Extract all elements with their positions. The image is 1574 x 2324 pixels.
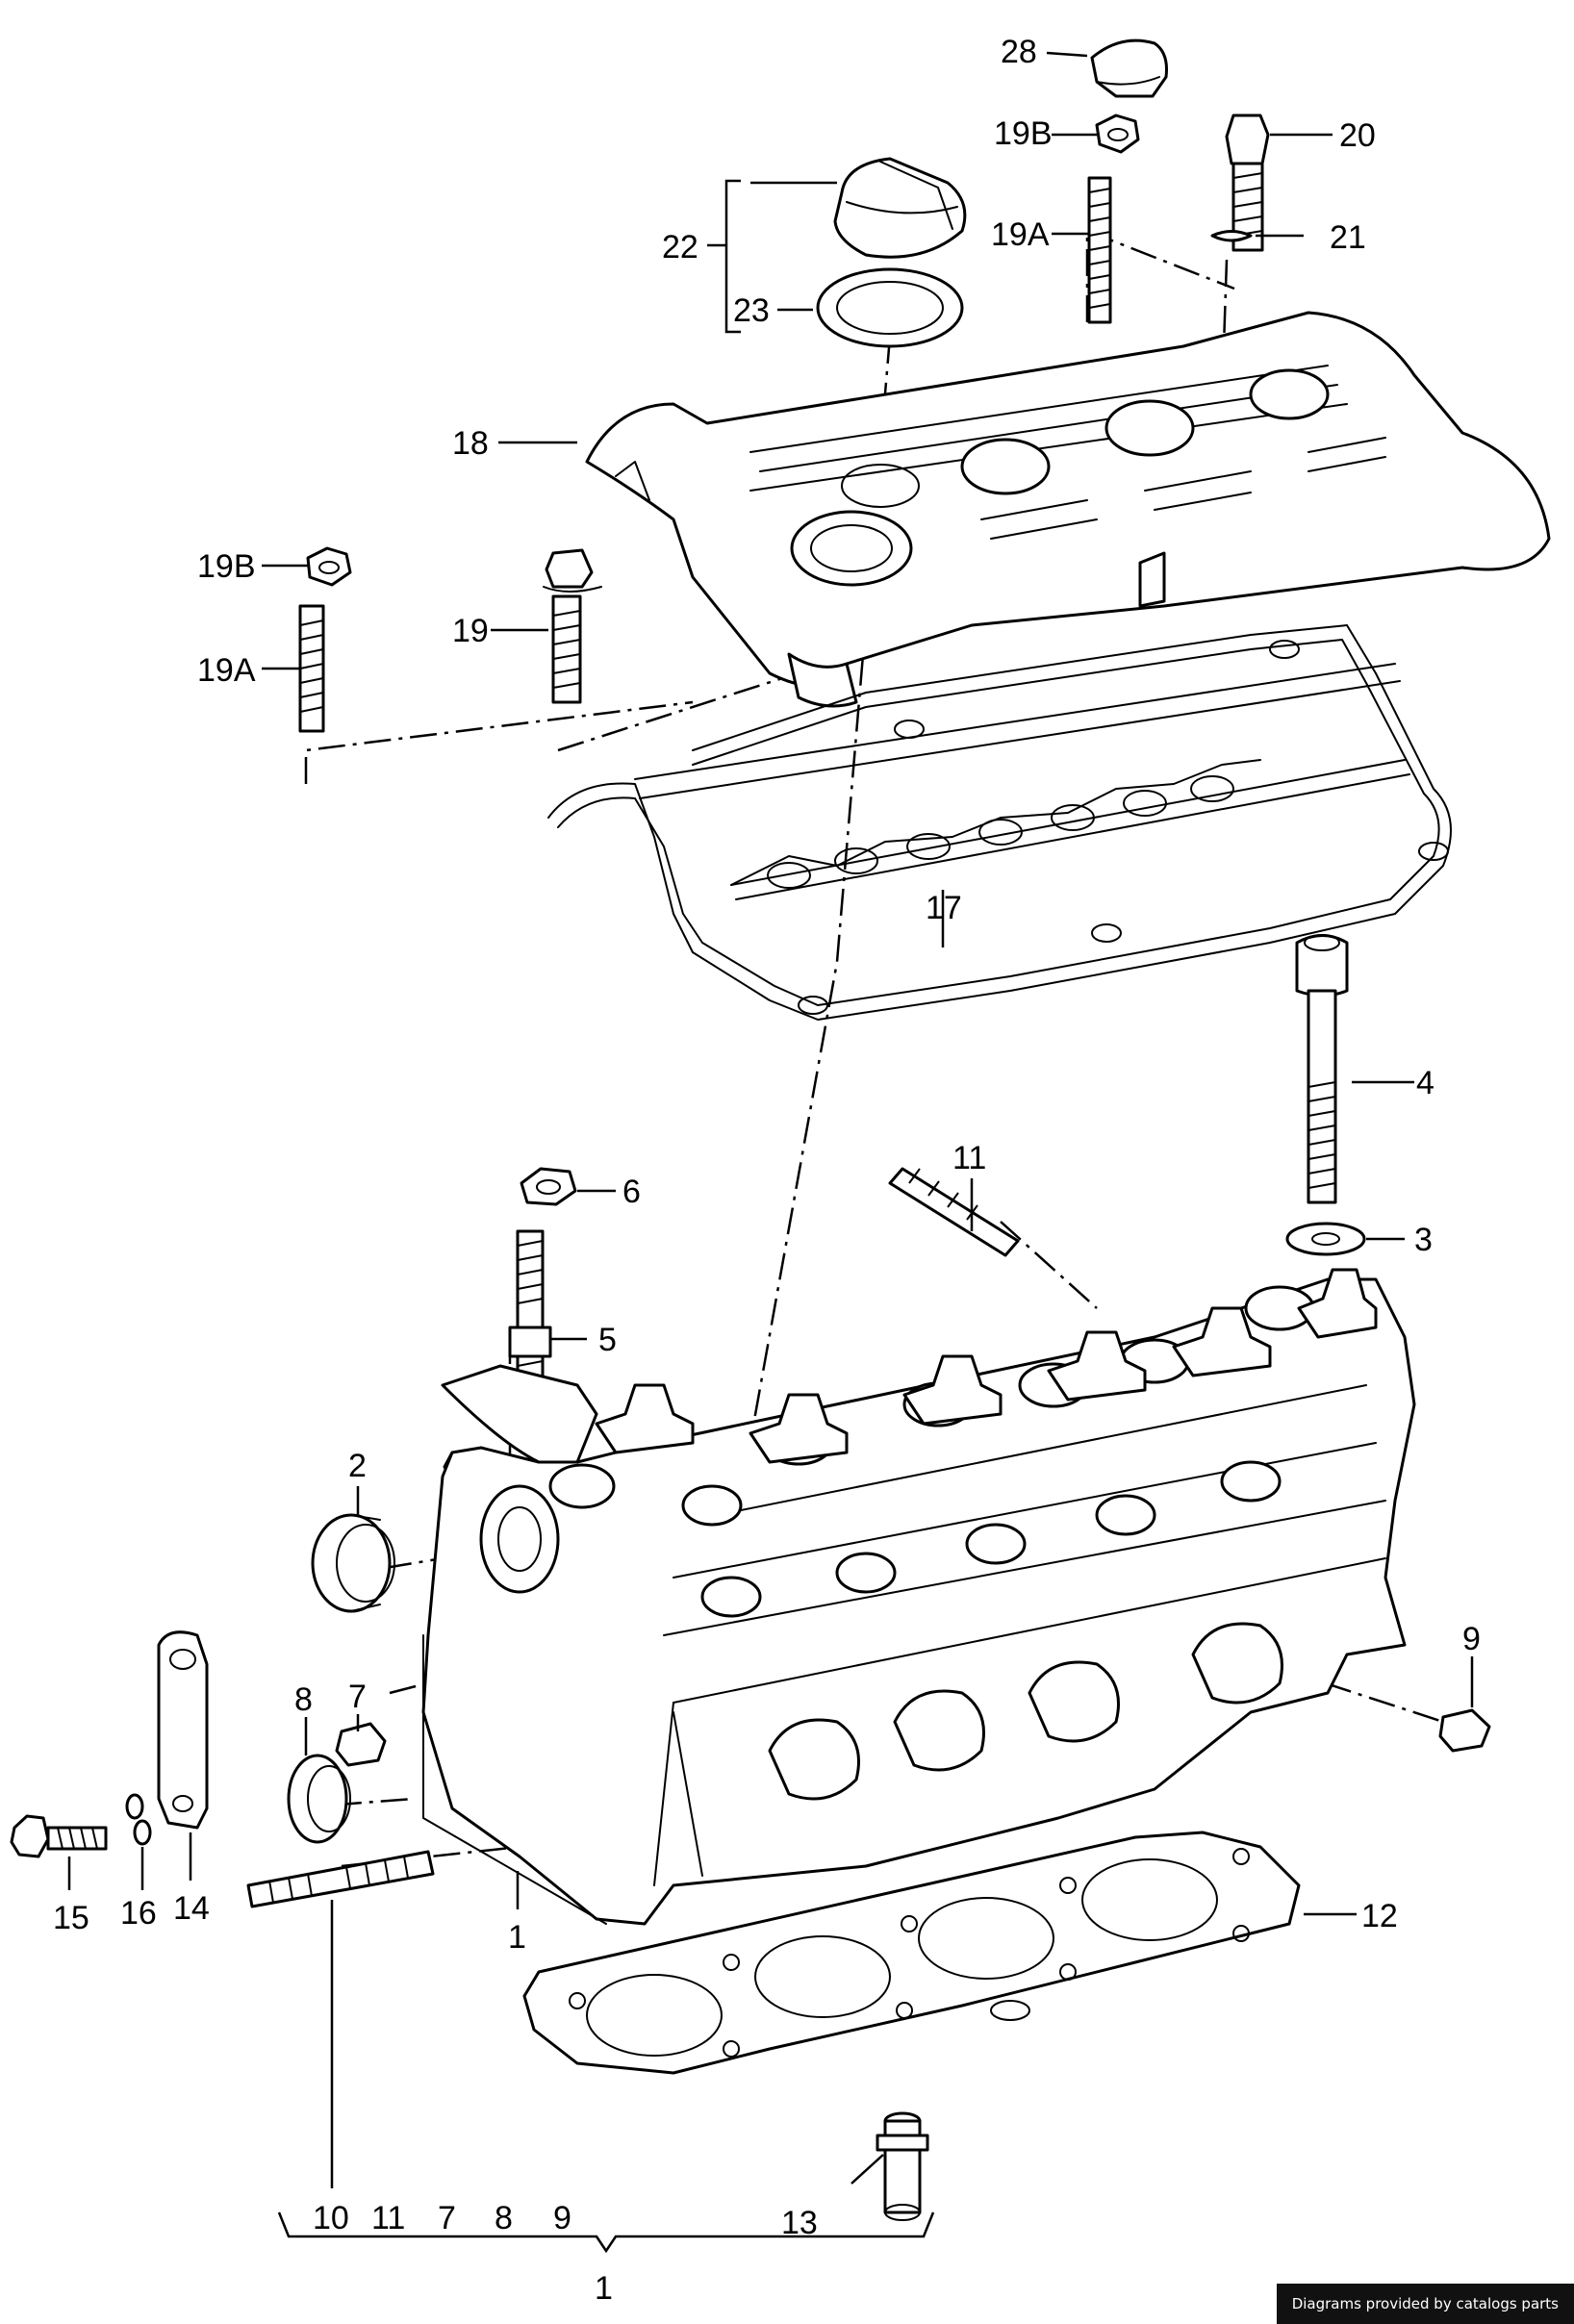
callout-12: 12 xyxy=(1361,1898,1398,1934)
plug-part-9-right xyxy=(1438,1708,1491,1753)
bolt-part-15 xyxy=(10,1814,108,1858)
callout-8-bottom: 8 xyxy=(495,2200,513,2236)
callout-19a-top: 19A xyxy=(991,216,1050,253)
callout-19b-top: 19B xyxy=(994,115,1053,152)
valve-guide-part-13 xyxy=(876,2111,929,2221)
callout-labels: 28 19B 20 19A 21 22 23 18 19B 19 19A 17 … xyxy=(53,34,1481,2307)
callout-7-bottom: 7 xyxy=(438,2200,456,2236)
callout-15: 15 xyxy=(53,1900,89,1936)
callout-10: 10 xyxy=(313,2200,349,2236)
seal-part-2 xyxy=(311,1513,395,1613)
stud-part-5 xyxy=(508,1229,552,1392)
bracket-part-14 xyxy=(157,1630,209,1830)
washer-part-3 xyxy=(1285,1222,1366,1256)
callout-17: 17 xyxy=(926,890,962,926)
callout-2: 2 xyxy=(348,1448,367,1484)
watermark-badge: Diagrams provided by catalogs parts xyxy=(1276,2284,1574,2324)
leader-lines xyxy=(67,51,1474,2254)
callout-18: 18 xyxy=(452,425,489,462)
callout-6: 6 xyxy=(622,1174,641,1210)
seal-part-8-left xyxy=(287,1754,351,1844)
bolt-part-19 xyxy=(543,548,602,704)
callout-20: 20 xyxy=(1339,117,1376,154)
washer-part-16 xyxy=(125,1793,152,1846)
cylinder-head-bolt-part-4 xyxy=(1295,934,1349,1204)
nut-part-6 xyxy=(520,1167,577,1206)
washer-part-21 xyxy=(1210,230,1253,242)
flange-nut-part-19b-top xyxy=(1095,114,1140,154)
callout-11-top: 11 xyxy=(952,1140,986,1176)
callout-22: 22 xyxy=(662,229,698,265)
callout-9-right: 9 xyxy=(1462,1621,1481,1657)
bolt-part-20 xyxy=(1225,114,1270,252)
callout-16: 16 xyxy=(120,1895,157,1932)
callout-19b-left: 19B xyxy=(197,548,256,585)
callout-14: 14 xyxy=(173,1890,210,1927)
callout-1-mid: 1 xyxy=(508,1919,526,1956)
stud-part-19a-top xyxy=(1087,176,1112,324)
callout-19: 19 xyxy=(452,613,489,649)
seal-ring-part-23 xyxy=(816,267,964,348)
flange-nut-part-19b-left xyxy=(306,546,352,587)
stud-part-11-top xyxy=(888,1167,1020,1257)
stud-part-10 xyxy=(246,1850,435,1908)
callout-4: 4 xyxy=(1416,1065,1434,1101)
callout-9-bottom: 9 xyxy=(553,2200,571,2236)
callout-7-left: 7 xyxy=(348,1679,367,1715)
callout-11-bottom: 11 xyxy=(371,2200,405,2236)
stud-part-19a-left xyxy=(298,604,325,733)
callout-1-bottom: 1 xyxy=(595,2270,613,2307)
head-gasket-part-12 xyxy=(522,1831,1301,2075)
oil-filler-cap-part-22 xyxy=(833,157,967,259)
plug-part-7-left xyxy=(335,1722,387,1767)
callout-5: 5 xyxy=(598,1322,617,1358)
callout-28: 28 xyxy=(1001,34,1037,70)
callout-13: 13 xyxy=(781,2205,818,2241)
callout-23: 23 xyxy=(733,292,770,329)
callout-21: 21 xyxy=(1330,219,1366,256)
valve-cover-gasket-part-17 xyxy=(547,624,1452,1021)
plug-part-28 xyxy=(1090,38,1168,98)
callout-8-left: 8 xyxy=(294,1681,313,1718)
valve-cover-part-18 xyxy=(585,311,1551,708)
callout-3: 3 xyxy=(1414,1222,1433,1258)
callout-19a-left: 19A xyxy=(197,652,256,689)
cylinder-head-part-1 xyxy=(421,1268,1416,1926)
